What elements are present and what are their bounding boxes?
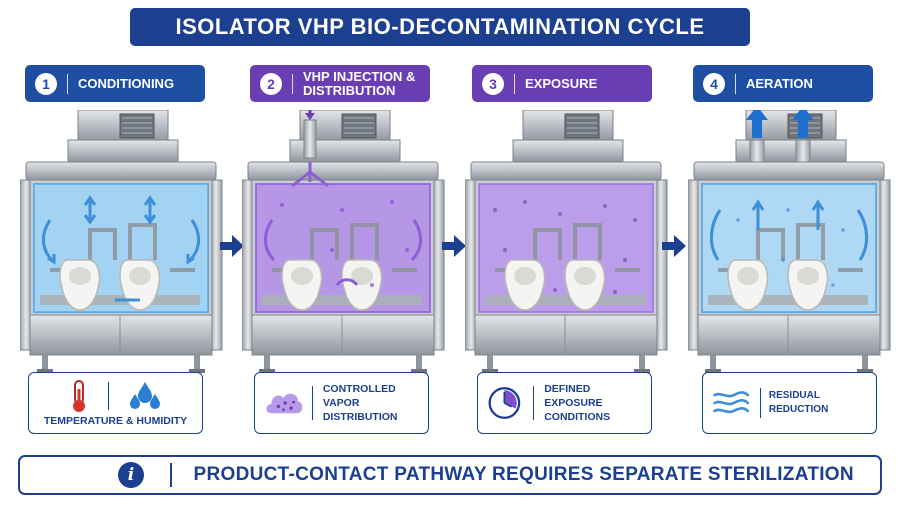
- stage-label: EXPOSURE: [525, 75, 598, 91]
- airflow-arrows-icon: [710, 199, 868, 261]
- step-number: 4: [703, 72, 725, 95]
- stage-aeration: 4 AERATION: [688, 65, 888, 440]
- header-divider: [67, 73, 68, 94]
- airflow-icon: [713, 391, 750, 414]
- airflow-arrows-icon: [42, 195, 200, 302]
- right-arrow-icon: [662, 235, 686, 257]
- stage-vhp-injection: 2 VHP INJECTION & DISTRIBUTION: [242, 65, 442, 440]
- stage-conditioning: 1 CONDITIONING: [20, 65, 220, 440]
- stage-label: AERATION: [746, 75, 813, 91]
- thermometer-icon: [72, 380, 85, 412]
- right-arrow-icon: [442, 235, 466, 257]
- info-text-line1: CONTROLLED: [322, 383, 396, 395]
- step-number: 2: [260, 72, 282, 95]
- info-text: TEMPERATURE & HUMIDITY: [43, 415, 188, 427]
- header-divider: [292, 73, 293, 94]
- vapor-arrows-icon: [264, 162, 422, 286]
- isolator-illustration: [688, 110, 898, 375]
- stage-label-line1: VHP INJECTION &: [303, 68, 416, 84]
- stage-header: 4 AERATION: [693, 65, 873, 102]
- step-number: 3: [482, 72, 504, 95]
- step-number: 1: [35, 72, 57, 95]
- info-icon: i: [118, 462, 144, 488]
- stage-header: 3 EXPOSURE: [472, 65, 652, 102]
- stage-header: 2 VHP INJECTION & DISTRIBUTION: [250, 65, 430, 102]
- isolator-illustration: [20, 110, 230, 375]
- info-text-line2: CONDITIONS: [544, 411, 611, 423]
- droplets-icon: [130, 382, 161, 409]
- header-divider: [735, 73, 736, 94]
- stage-label: CONDITIONING: [78, 75, 175, 91]
- stage-header: 1 CONDITIONING: [25, 65, 205, 102]
- vapor-cloud-icon: [266, 393, 303, 414]
- timer-icon: [488, 387, 521, 419]
- title-text: ISOLATOR VHP BIO-DECONTAMINATION CYCLE: [175, 14, 705, 39]
- info-box: CONTROLLED VAPOR DISTRIBUTION: [254, 372, 429, 434]
- stage-label-line2: DISTRIBUTION: [303, 82, 396, 98]
- stage-exposure: 3 EXPOSURE DEFINED EXPOSURE CONDITIONS: [465, 65, 665, 440]
- info-text-line2: VAPOR DISTRIBUTION: [322, 397, 398, 423]
- note-banner: i PRODUCT-CONTACT PATHWAY REQUIRES SEPAR…: [18, 455, 882, 495]
- page-title: ISOLATOR VHP BIO-DECONTAMINATION CYCLE: [130, 8, 750, 46]
- info-box: RESIDUAL REDUCTION: [702, 372, 877, 434]
- isolator-illustration: [465, 110, 675, 375]
- info-text: RESIDUAL REDUCTION: [768, 390, 829, 415]
- right-arrow-icon: [220, 235, 244, 257]
- info-box: TEMPERATURE & HUMIDITY: [28, 372, 203, 434]
- note-divider: [170, 463, 172, 487]
- note-text: PRODUCT-CONTACT PATHWAY REQUIRES SEPARAT…: [193, 464, 854, 485]
- header-divider: [514, 73, 515, 94]
- isolator-illustration: [242, 110, 452, 375]
- info-text-line1: DEFINED EXPOSURE: [544, 383, 603, 409]
- info-box: DEFINED EXPOSURE CONDITIONS: [477, 372, 652, 434]
